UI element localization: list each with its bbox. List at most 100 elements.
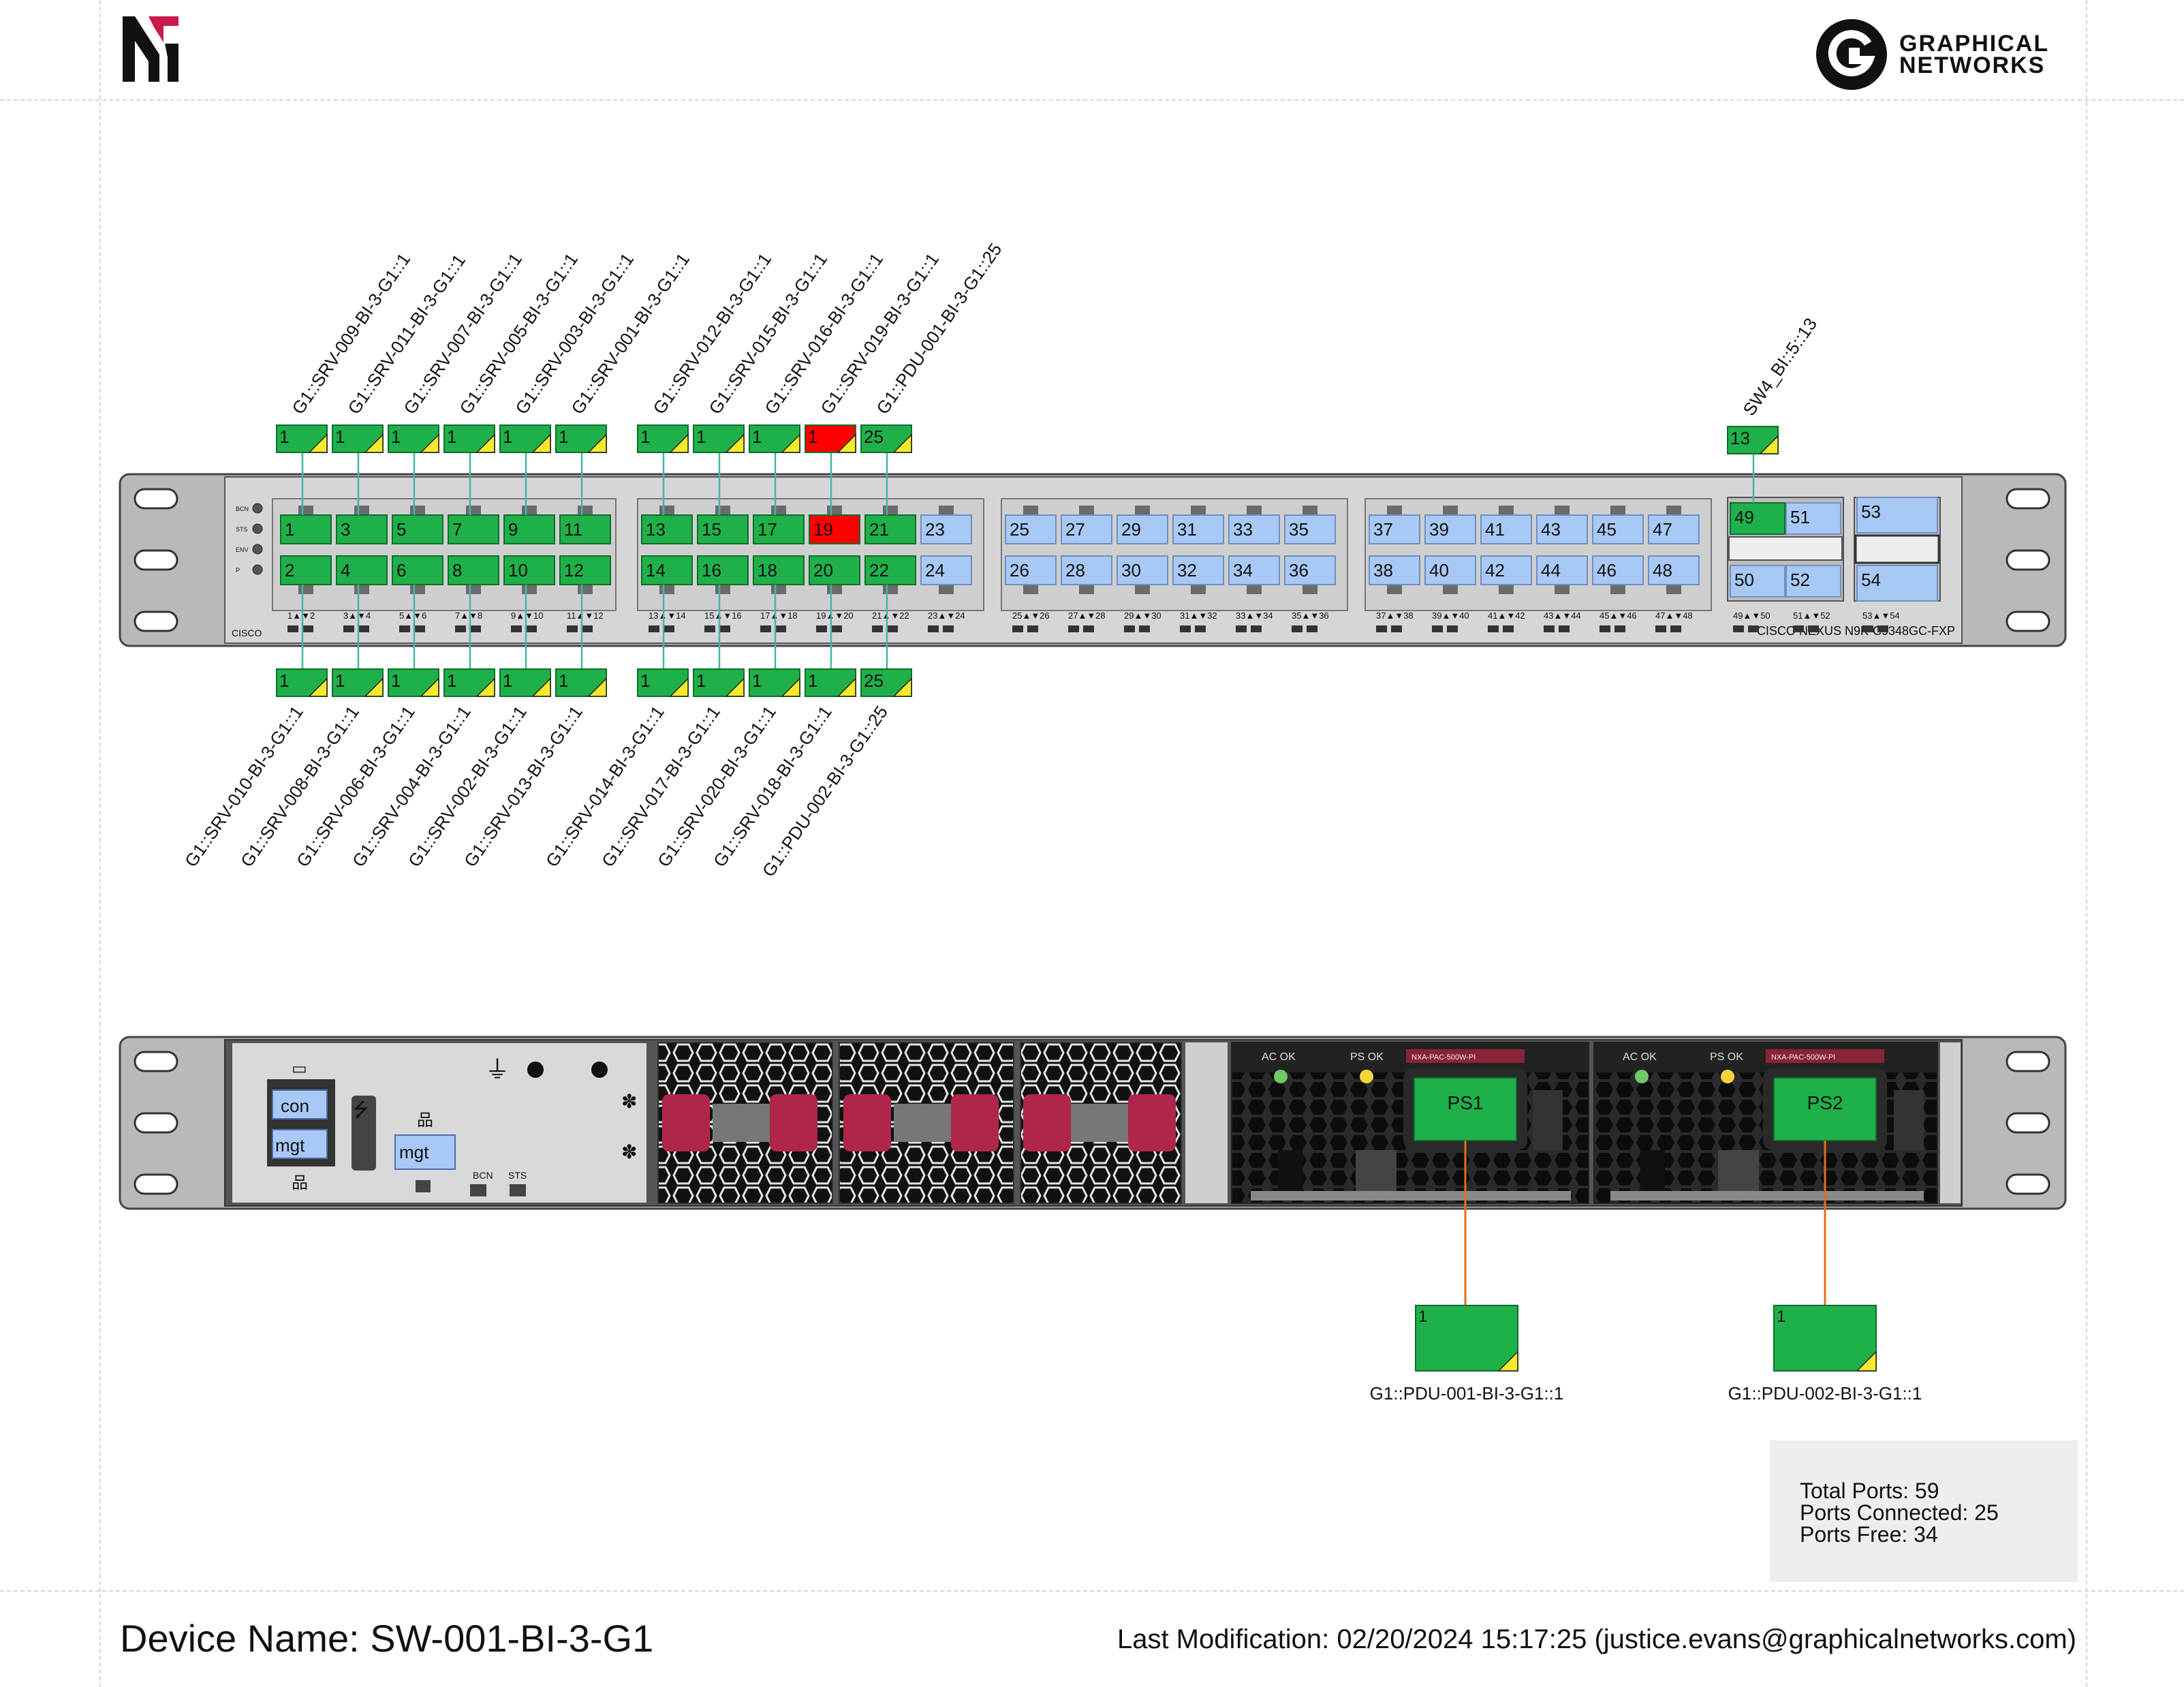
port-48[interactable]: 48: [1648, 555, 1700, 585]
port-3[interactable]: 3: [336, 514, 388, 544]
port-37[interactable]: 37: [1369, 514, 1420, 544]
port-54[interactable]: 54: [1856, 565, 1938, 602]
port-49[interactable]: 49: [1730, 502, 1785, 535]
remote-top-5[interactable]: 1: [388, 424, 439, 453]
jack-latch: [1610, 585, 1625, 594]
port-16[interactable]: 16: [697, 555, 749, 585]
port-53[interactable]: 53: [1856, 497, 1938, 533]
port-11[interactable]: 11: [559, 514, 611, 544]
port-27[interactable]: 27: [1061, 514, 1112, 544]
port-14[interactable]: 14: [641, 555, 693, 585]
port-7[interactable]: 7: [448, 514, 499, 544]
port-29[interactable]: 29: [1117, 514, 1168, 544]
port-40[interactable]: 40: [1424, 555, 1476, 585]
port-40-number: 40: [1429, 560, 1449, 581]
port-23[interactable]: 23: [920, 514, 972, 544]
remote-bottom-14[interactable]: 1: [637, 668, 689, 697]
led-label-p: P: [236, 567, 240, 574]
remote-bottom-20[interactable]: 1: [805, 668, 856, 697]
remote-top-7[interactable]: 1: [443, 424, 495, 453]
remote-top-15[interactable]: 1: [693, 424, 745, 453]
remote-bottom-12[interactable]: 1: [555, 668, 607, 697]
console-port[interactable]: con: [272, 1089, 328, 1119]
port-23-body: [920, 514, 972, 544]
remote-top-21[interactable]: 25: [860, 424, 912, 453]
psu-ps1[interactable]: PS1: [1414, 1077, 1517, 1141]
port-25[interactable]: 25: [1005, 514, 1057, 544]
port-1[interactable]: 1: [280, 514, 332, 544]
port-43[interactable]: 43: [1536, 514, 1588, 544]
port-41[interactable]: 41: [1480, 514, 1532, 544]
port-30-body: [1117, 555, 1168, 585]
port-52[interactable]: 52: [1785, 565, 1841, 598]
port-21[interactable]: 21: [864, 514, 916, 544]
remote-bottom-6[interactable]: 1: [388, 668, 439, 697]
port-34[interactable]: 34: [1228, 555, 1280, 585]
port-47[interactable]: 47: [1648, 514, 1700, 544]
port-45[interactable]: 45: [1592, 514, 1644, 544]
port-20-number: 20: [813, 560, 833, 581]
pdu-outlet-1[interactable]: 1: [1415, 1305, 1518, 1372]
remote-bottom-10[interactable]: 1: [499, 668, 551, 697]
port-35[interactable]: 35: [1284, 514, 1336, 544]
remote-top-19[interactable]: 1: [805, 424, 856, 453]
port-24[interactable]: 24: [920, 555, 972, 585]
group-mark: 7▲▼8: [455, 610, 482, 621]
port-17[interactable]: 17: [753, 514, 805, 544]
port-15[interactable]: 15: [697, 514, 749, 544]
port-50[interactable]: 50: [1730, 565, 1785, 598]
pdu-outlet-2[interactable]: 1: [1773, 1305, 1877, 1372]
psu-ps2[interactable]: PS2: [1773, 1077, 1877, 1141]
port-32[interactable]: 32: [1172, 555, 1224, 585]
port-33[interactable]: 33: [1228, 514, 1280, 544]
port-20-body: [809, 555, 860, 585]
port-12[interactable]: 12: [559, 555, 611, 585]
port-8[interactable]: 8: [448, 555, 499, 585]
remote-top-13[interactable]: 1: [637, 424, 689, 453]
group-led: [943, 625, 954, 632]
port-19[interactable]: 19: [809, 514, 860, 544]
brand-line-2: NETWORKS: [1899, 52, 2046, 78]
port-18[interactable]: 18: [753, 555, 805, 585]
port-36[interactable]: 36: [1284, 555, 1336, 585]
remote-top-9[interactable]: 1: [499, 424, 551, 453]
port-1-number: 1: [285, 519, 294, 540]
remote-bottom-16[interactable]: 1: [693, 668, 745, 697]
port-31[interactable]: 31: [1172, 514, 1224, 544]
port-9[interactable]: 9: [503, 514, 555, 544]
mgmt-port-a[interactable]: mgt: [272, 1129, 328, 1159]
group-led: [1376, 625, 1387, 632]
remote-top-17[interactable]: 1: [749, 424, 800, 453]
port-26[interactable]: 26: [1005, 555, 1057, 585]
port-28[interactable]: 28: [1061, 555, 1112, 585]
remote-top-11[interactable]: 1: [555, 424, 607, 453]
remote-top-5-port: 1: [391, 427, 401, 447]
port-42[interactable]: 42: [1480, 555, 1532, 585]
remote-top-49[interactable]: 13: [1727, 426, 1779, 454]
port-44[interactable]: 44: [1536, 555, 1588, 585]
port-51[interactable]: 51: [1785, 502, 1841, 535]
remote-top-1[interactable]: 1: [276, 424, 328, 453]
remote-bottom-8[interactable]: 1: [443, 668, 495, 697]
port-46[interactable]: 46: [1592, 555, 1644, 585]
port-39[interactable]: 39: [1424, 514, 1476, 544]
port-30[interactable]: 30: [1117, 555, 1168, 585]
remote-bottom-18[interactable]: 1: [749, 668, 800, 697]
port-13[interactable]: 13: [641, 514, 693, 544]
remote-bottom-2[interactable]: 1: [276, 668, 328, 697]
led-label-bcn: BCN: [236, 506, 249, 512]
port-6[interactable]: 6: [392, 555, 443, 585]
remote-top-19-body: [805, 424, 856, 453]
port-5[interactable]: 5: [392, 514, 443, 544]
port-4[interactable]: 4: [336, 555, 388, 585]
port-22[interactable]: 22: [864, 555, 916, 585]
remote-top-3[interactable]: 1: [332, 424, 384, 453]
mgmt-port-b[interactable]: mgt: [394, 1134, 456, 1170]
port-20[interactable]: 20: [809, 555, 860, 585]
port-38[interactable]: 38: [1369, 555, 1420, 585]
ps2-body: [1773, 1077, 1877, 1141]
port-10[interactable]: 10: [503, 555, 555, 585]
port-2[interactable]: 2: [280, 555, 332, 585]
remote-bottom-22[interactable]: 25: [860, 668, 912, 697]
remote-bottom-4[interactable]: 1: [332, 668, 384, 697]
